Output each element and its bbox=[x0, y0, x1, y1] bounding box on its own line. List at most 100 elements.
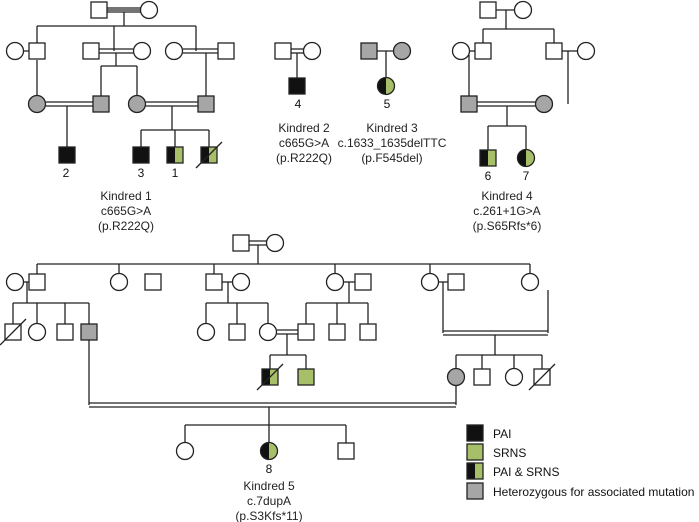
kindred5-cousin-mother bbox=[258, 322, 278, 342]
kindred2-mother bbox=[302, 41, 322, 61]
legend-key-pai-srns bbox=[466, 462, 484, 480]
kindred5-deceased-pai-srns bbox=[256, 363, 284, 391]
kindred5-person bbox=[205, 273, 223, 291]
kindred1-person bbox=[164, 41, 184, 61]
patient-number-6: 6 bbox=[485, 169, 492, 183]
kindred5-mother bbox=[446, 367, 466, 387]
kindred1-person bbox=[82, 42, 100, 60]
kindred5-person bbox=[196, 322, 216, 342]
kindred4-grandfather bbox=[479, 1, 497, 19]
kindred4-person bbox=[545, 42, 563, 60]
kindred5-person bbox=[28, 273, 46, 291]
kindred-title: Kindred 5 bbox=[243, 479, 295, 493]
patient-6 bbox=[479, 149, 497, 167]
legend-keys bbox=[466, 424, 484, 500]
legend-key-pai bbox=[466, 424, 484, 442]
kindred5-deceased-person bbox=[0, 318, 27, 346]
kindred1-person bbox=[217, 42, 235, 60]
patient-number-1: 1 bbox=[172, 166, 179, 180]
patient-4 bbox=[288, 77, 306, 95]
kindred5-person bbox=[328, 323, 346, 341]
legend-label-pai: PAI bbox=[493, 427, 511, 441]
kindred1-father-left bbox=[92, 95, 110, 113]
patient-2 bbox=[58, 146, 76, 164]
kindred5-person bbox=[325, 272, 345, 292]
legend-label-srns: SRNS bbox=[493, 446, 526, 460]
kindred4-person bbox=[576, 41, 596, 61]
kindred5-person bbox=[231, 272, 251, 292]
kindred-title: Kindred 4 bbox=[481, 189, 533, 203]
kindred5-father bbox=[80, 323, 98, 341]
kindred1-grandmother bbox=[139, 0, 159, 20]
kindred5-person bbox=[228, 323, 246, 341]
patient-number-4: 4 bbox=[295, 97, 302, 111]
kindred-variant: c665G>A bbox=[101, 204, 151, 218]
patient-1 bbox=[166, 146, 184, 164]
kindred5-person bbox=[27, 322, 47, 342]
kindred1-mother-right bbox=[127, 94, 147, 114]
kindred5-person bbox=[504, 367, 524, 387]
patient-5 bbox=[376, 76, 396, 96]
kindred1-person bbox=[132, 41, 152, 61]
kindred5-great-grandfather bbox=[232, 234, 250, 252]
kindred5-person bbox=[420, 272, 440, 292]
legend-label-pai-srns: PAI & SRNS bbox=[493, 465, 559, 479]
kindred-variant: c.7dupA bbox=[247, 494, 291, 508]
kindred1-mother-left bbox=[27, 94, 47, 114]
kindred5-person bbox=[144, 273, 162, 291]
kindred1-grandfather bbox=[90, 1, 108, 19]
kindred5-cousin-father bbox=[297, 323, 315, 341]
kindred2-father bbox=[274, 42, 292, 60]
kindred3-father bbox=[360, 42, 378, 60]
kindred4-father bbox=[460, 95, 478, 113]
kindred1-father-right bbox=[197, 95, 215, 113]
legend-label-heterozygous: Heterozygous for associated mutation bbox=[493, 485, 694, 499]
kindred5-person bbox=[520, 272, 540, 292]
legend-key-srns bbox=[466, 443, 484, 461]
kindred-variant: c.261+1G>A bbox=[473, 204, 540, 218]
patient-number-3: 3 bbox=[138, 166, 145, 180]
patient-number-5: 5 bbox=[384, 97, 391, 111]
kindred-protein: (p.S3Kfs*11) bbox=[235, 509, 302, 522]
kindred5-sibling bbox=[175, 441, 195, 461]
kindred5-person bbox=[5, 272, 25, 292]
kindred1-person bbox=[5, 41, 25, 61]
kindred1-deceased-brother bbox=[195, 141, 223, 169]
kindred5-srns-brother bbox=[297, 368, 315, 386]
kindred5-person bbox=[447, 273, 465, 291]
kindred-2-caption: Kindred 2 c665G>A (p.R222Q) bbox=[276, 121, 332, 165]
legend: PAI SRNS PAI & SRNS Heterozygous for ass… bbox=[466, 424, 694, 500]
kindred4-person bbox=[451, 41, 471, 61]
kindred5-sibling bbox=[337, 442, 355, 460]
kindred-4-caption: Kindred 4 c.261+1G>A (p.S65Rfs*6) bbox=[473, 189, 542, 233]
kindred5-great-grandmother bbox=[265, 233, 285, 253]
patient-8 bbox=[259, 441, 279, 461]
patient-number-2: 2 bbox=[63, 166, 70, 180]
kindred1-person bbox=[28, 42, 46, 60]
kindred5-person bbox=[359, 323, 377, 341]
kindred3-mother bbox=[392, 41, 412, 61]
kindred-3-caption: Kindred 3 c.1633_1635delTTC (p.F545del) bbox=[338, 121, 447, 165]
kindred-protein: (p.R222Q) bbox=[98, 219, 154, 233]
kindred-variant: c665G>A bbox=[279, 136, 329, 150]
kindred5-deceased-person bbox=[528, 363, 556, 391]
kindred-5-caption: Kindred 5 c.7dupA (p.S3Kfs*11) bbox=[235, 479, 302, 522]
kindred-title: Kindred 1 bbox=[100, 189, 152, 203]
legend-key-heterozygous bbox=[466, 482, 484, 500]
patient-7 bbox=[516, 148, 536, 168]
kindred5-person bbox=[473, 368, 491, 386]
kindred-title: Kindred 2 bbox=[278, 121, 330, 135]
patient-numbers: 2 3 1 4 5 6 7 8 bbox=[63, 97, 530, 476]
kindred4-grandmother bbox=[513, 0, 533, 20]
kindred-variant: c.1633_1635delTTC bbox=[338, 136, 447, 150]
patient-number-7: 7 bbox=[523, 169, 530, 183]
kindred-1-caption: Kindred 1 c665G>A (p.R222Q) bbox=[98, 189, 154, 233]
patient-number-8: 8 bbox=[266, 462, 273, 476]
kindred-protein: (p.F545del) bbox=[361, 151, 422, 165]
kindred4-person bbox=[474, 42, 492, 60]
kindred5-person bbox=[109, 272, 129, 292]
kindred-title: Kindred 3 bbox=[366, 121, 418, 135]
kindred4-mother bbox=[534, 94, 554, 114]
patient-3 bbox=[132, 146, 150, 164]
